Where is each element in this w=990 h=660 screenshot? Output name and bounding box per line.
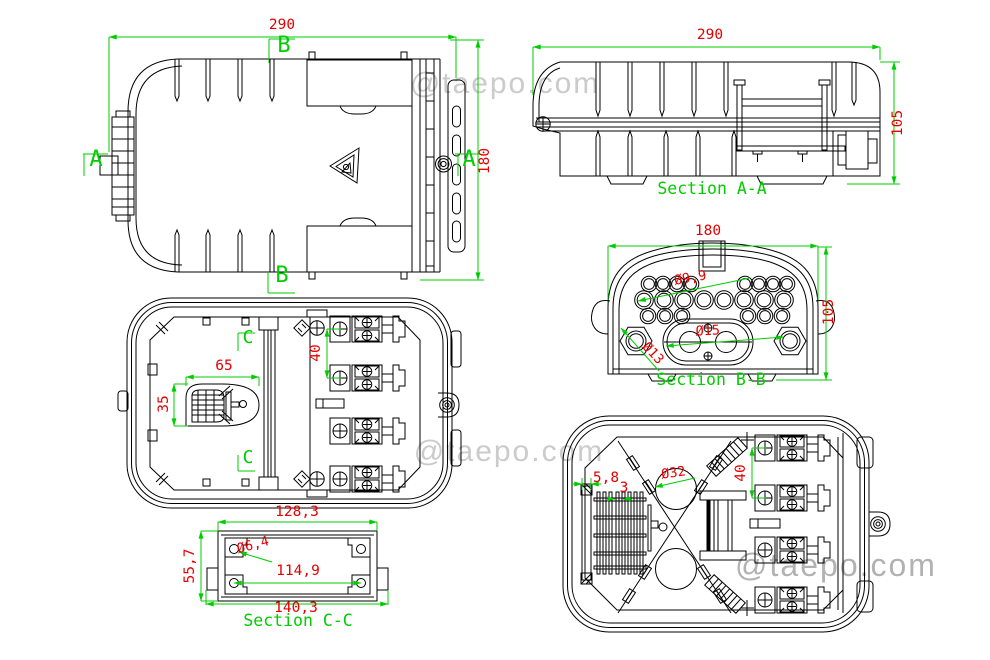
view-inside-base: 5,8 3 Ø32 40 — [562, 415, 891, 633]
dims-inside-base — [572, 447, 766, 502]
dim-dome-width: 65 — [215, 358, 232, 374]
dim-guide-ring: Ø32 — [660, 463, 686, 482]
dim-tooth: 3 — [620, 480, 629, 496]
watermark-middle: @taepo.com — [414, 435, 605, 468]
cover-screw-icon — [435, 155, 452, 173]
label-section-cc: Section C-C — [243, 611, 352, 630]
cable-clamp — [754, 484, 831, 512]
dim-bb-center-hole: Ø15 — [695, 322, 720, 339]
dim-front-height: 180 — [477, 148, 493, 174]
left-ear — [591, 300, 611, 335]
dims-section-aa — [532, 44, 900, 185]
dims-front — [83, 34, 484, 294]
mounting-ear — [437, 392, 460, 418]
section-marker-a-left: A — [89, 147, 102, 172]
dim-clamp-spacing: 40 — [308, 344, 324, 361]
foot — [647, 373, 677, 382]
fiber-guide-ring-top — [655, 468, 697, 510]
dims-inside-cover — [171, 328, 341, 472]
section-marker-b-top: B — [277, 33, 290, 58]
bottom-latch-plate — [306, 225, 413, 273]
dim-front-width: 290 — [269, 17, 295, 33]
dim-cc-outer-width: 140,3 — [274, 600, 318, 616]
dims-section-cc — [198, 519, 389, 607]
warning-triangle-icon — [329, 147, 360, 184]
hex-gland-right — [773, 326, 807, 356]
dim-cc-height: 55,7 — [182, 549, 198, 584]
dim-aa-height: 105 — [890, 110, 906, 136]
dim-clamp-spacing-base: 40 — [733, 464, 749, 481]
hinge-screw-icon — [535, 116, 551, 132]
label-section-bb: Section B-B — [656, 370, 765, 389]
section-marker-c-bottom: C — [243, 447, 254, 468]
view-section-bb: 180 105 Ø9,9 Ø15 Ø13 Section B-B — [591, 223, 837, 389]
foot — [756, 175, 828, 185]
cable-grommet-dome — [185, 383, 260, 427]
dim-aa-width: 290 — [697, 27, 723, 43]
view-section-cc: 128,3 55,7 Ø6,4 114,9 140,3 Section C-C — [182, 504, 389, 630]
section-marker-c-top: C — [243, 327, 254, 348]
cable-clamp — [754, 434, 831, 462]
section-marker-a-right: A — [462, 147, 475, 172]
cable-clamp — [329, 417, 406, 445]
view-inside-cover: 65 35 40 C C — [117, 297, 462, 509]
label-section-aa: Section A-A — [657, 179, 766, 198]
dim-bb-port: Ø9,9 — [673, 267, 708, 288]
cable-gland — [845, 130, 869, 170]
top-latch-plate — [306, 59, 413, 107]
dim-cc-hole: Ø6,4 — [235, 533, 271, 557]
cable-clamp — [754, 586, 831, 614]
view-front-cover: 290 180 A A B B — [83, 17, 493, 294]
cable-clamp — [329, 364, 406, 392]
foot — [747, 373, 777, 382]
dim-bb-height: 105 — [821, 299, 837, 325]
watermark-bottom: @taepo.com — [735, 547, 937, 583]
mounting-ear — [868, 511, 891, 537]
cassette-frame — [699, 490, 747, 561]
view-section-aa: 290 105 Section A-A — [532, 27, 906, 198]
dim-dome-height: 35 — [156, 395, 172, 412]
dims-section-bb — [607, 243, 832, 381]
dim-bb-width: 180 — [695, 223, 721, 239]
cable-clamp — [329, 465, 406, 493]
dim-splice-pitch: 5,8 — [593, 470, 619, 486]
foot — [606, 175, 648, 185]
dim-cc-inner-width: 128,3 — [275, 504, 319, 520]
fiber-guide-ring-bottom — [655, 548, 697, 590]
cable-clamp — [329, 315, 406, 343]
dim-cc-hole-spacing: 114,9 — [276, 563, 320, 579]
watermark-top: @taepo.com — [410, 67, 601, 100]
section-marker-b-bottom: B — [275, 263, 288, 288]
